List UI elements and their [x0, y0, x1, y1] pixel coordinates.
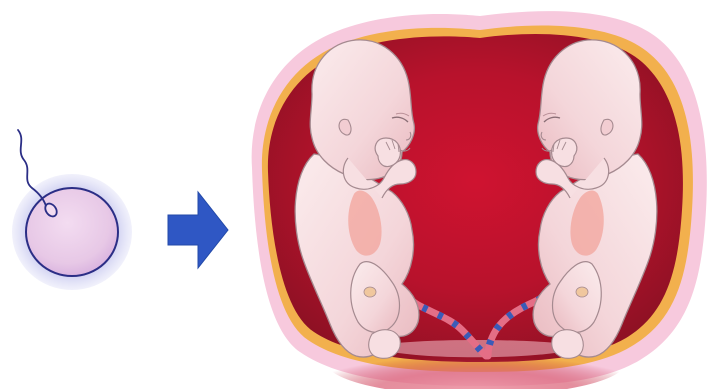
twin-fetuses-in-womb-icon: [252, 11, 707, 389]
right-arrow-icon: [168, 192, 228, 268]
egg-and-sperm-icon: [12, 130, 132, 290]
